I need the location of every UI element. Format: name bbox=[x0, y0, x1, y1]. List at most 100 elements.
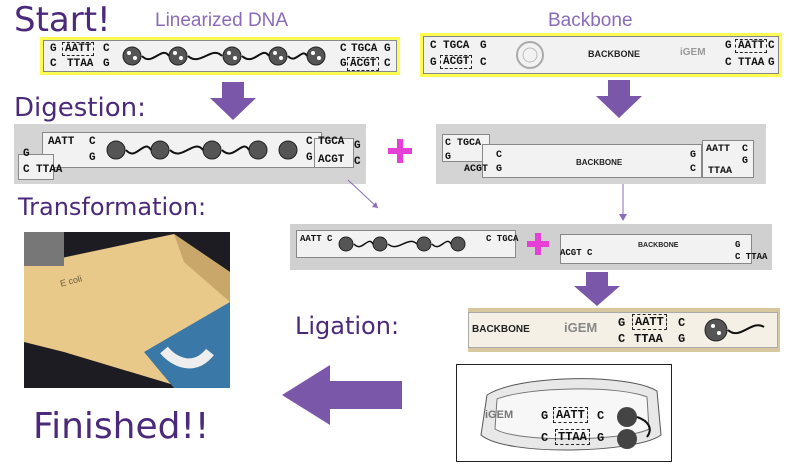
backbone-left-top: C bbox=[430, 40, 437, 52]
combined-aatt: AATT C bbox=[300, 234, 333, 244]
backbone-site-tgca: TGCA bbox=[443, 40, 470, 52]
insert-strip-start: G C AATT TTAA C G C G TGCA ACGT G C bbox=[40, 37, 400, 75]
insert-site-ttaa: TTAA bbox=[67, 58, 94, 70]
digest-tgca: TGCA bbox=[318, 136, 345, 148]
digest-c-left: C bbox=[23, 164, 30, 176]
heading-start: Start! bbox=[14, 0, 111, 40]
bb-digest-c-end: C bbox=[742, 144, 749, 155]
ligation-name: BACKBONE bbox=[472, 324, 530, 335]
ligation-strip: BACKBONE iGEM G AATT C C TTAA G bbox=[468, 308, 780, 352]
insert-g-right-bot: G bbox=[340, 58, 347, 70]
plus-icon bbox=[388, 139, 412, 163]
gene-circuit-graphic bbox=[122, 46, 326, 66]
bb-digest-g-left: G bbox=[445, 152, 452, 163]
digest-g-left: G bbox=[23, 148, 30, 160]
ligation-g-top: G bbox=[618, 316, 626, 330]
backbone-digested: C G TGCA ACGT C G BACKBONE G C AATT TTAA… bbox=[436, 124, 766, 184]
gene-circuit-graphic bbox=[338, 236, 466, 252]
ring-aatt: AATT bbox=[553, 407, 588, 423]
insert-site-acgt: ACGT bbox=[347, 57, 380, 71]
combined-name: BACKBONE bbox=[638, 242, 679, 249]
down-arrow-icon bbox=[210, 82, 256, 120]
bb-digest-g-mid: G bbox=[496, 164, 503, 175]
backbone-g-top: G bbox=[480, 40, 487, 52]
gene-circuit-graphic bbox=[106, 140, 298, 160]
digest-g1: G bbox=[89, 152, 96, 164]
backbone-name: BACKBONE bbox=[588, 49, 641, 59]
backbone-right-bot: G bbox=[768, 57, 775, 69]
bb-digest-acgt: ACGT bbox=[464, 164, 489, 175]
label-linearized-dna: Linearized DNA bbox=[155, 10, 289, 31]
igem-logo: iGEM bbox=[564, 320, 598, 335]
bb-digest-ttaa: TTAA bbox=[708, 166, 733, 177]
combined-acgt: ACGT C bbox=[560, 248, 593, 258]
insert-right-top: G bbox=[384, 43, 391, 55]
connector-arrow-icon bbox=[619, 184, 627, 221]
backbone-c-right-bot: C bbox=[725, 57, 732, 69]
ring-c-bot: C bbox=[541, 431, 549, 445]
ring-band bbox=[480, 378, 662, 451]
igem-logo: iGEM bbox=[680, 47, 706, 58]
down-arrow-icon bbox=[574, 272, 620, 306]
left-arrow-icon bbox=[282, 365, 402, 425]
combined-tgca: C TGCA bbox=[486, 234, 519, 244]
backbone-right-top: C bbox=[768, 40, 775, 52]
bb-digest-c-left: C bbox=[445, 138, 452, 149]
heading-transformation: Transformation: bbox=[18, 193, 207, 221]
insert-left-top: G bbox=[50, 43, 57, 55]
bb-digest-name: BACKBONE bbox=[576, 158, 623, 167]
seal-icon bbox=[516, 41, 544, 69]
igem-logo: iGEM bbox=[485, 409, 514, 421]
digest-g-right: G bbox=[354, 140, 361, 152]
backbone-strip-start: C G TGCA ACGT G C BACKBONE iGEM G C AATT… bbox=[420, 33, 782, 77]
ring-g-top: G bbox=[541, 409, 549, 423]
ring-g-bot: G bbox=[597, 431, 605, 445]
ligation-ttaa: TTAA bbox=[634, 332, 663, 346]
heading-ligation: Ligation: bbox=[295, 312, 400, 340]
heading-digestion: Digestion: bbox=[14, 93, 146, 123]
ring-ttaa: TTAA bbox=[555, 429, 590, 445]
backbone-site-acgt: ACGT bbox=[440, 55, 473, 69]
down-arrow-icon bbox=[596, 80, 642, 118]
heading-finished: Finished!! bbox=[33, 406, 210, 447]
backbone-left-bot: G bbox=[430, 57, 437, 69]
digest-c-mid: C bbox=[306, 136, 313, 148]
insert-site-tgca: TGCA bbox=[351, 43, 378, 55]
backbone-c-bot: C bbox=[480, 57, 487, 69]
bb-digest-g-right: G bbox=[690, 150, 697, 161]
plus-icon bbox=[527, 233, 549, 255]
backbone-site-ttaa: TTAA bbox=[738, 57, 765, 69]
ligation-g-bot: G bbox=[678, 332, 686, 346]
combined-fragments: AATT C C TGCA ACGT C BACKBONE G C TTAA bbox=[290, 224, 772, 270]
combined-ttaa: C TTAA bbox=[735, 252, 768, 262]
digest-aatt: AATT bbox=[48, 136, 75, 148]
digest-ttaa: TTAA bbox=[36, 164, 63, 176]
gene-circuit-graphic bbox=[617, 407, 651, 449]
ligated-ring-photo: iGEM G AATT C C TTAA G bbox=[456, 364, 672, 462]
digest-g-mid: G bbox=[306, 152, 313, 164]
insert-digested: G C TTAA AATT C G C G TGCA ACGT G C bbox=[14, 124, 366, 184]
bb-digest-c-mid: C bbox=[496, 150, 503, 161]
ligation-c-bot: C bbox=[618, 332, 626, 346]
digest-c1: C bbox=[89, 136, 96, 148]
label-backbone: Backbone bbox=[548, 10, 633, 31]
digest-acgt: ACGT bbox=[318, 154, 345, 166]
combined-g: G bbox=[735, 240, 741, 250]
bb-digest-c-right: C bbox=[690, 164, 697, 175]
connector-arrow-icon bbox=[347, 179, 379, 209]
transformation-photo: E coli bbox=[24, 232, 230, 388]
backbone-g-right-top: G bbox=[725, 40, 732, 52]
ring-c-top: C bbox=[597, 409, 605, 423]
bb-digest-aatt: AATT bbox=[706, 144, 731, 155]
insert-right-bot: C bbox=[384, 58, 391, 70]
bb-digest-g-end: G bbox=[742, 156, 749, 167]
insert-g-bot: G bbox=[103, 58, 110, 70]
insert-site-aatt: AATT bbox=[62, 42, 95, 56]
gene-circuit-graphic bbox=[704, 318, 765, 342]
insert-c-top: C bbox=[103, 43, 110, 55]
ligation-aatt: AATT bbox=[632, 314, 667, 330]
ligation-c-top: C bbox=[678, 316, 686, 330]
bb-digest-tgca: TGCA bbox=[457, 138, 482, 149]
backbone-site-aatt: AATT bbox=[735, 39, 768, 53]
digest-c-right: C bbox=[354, 156, 361, 168]
